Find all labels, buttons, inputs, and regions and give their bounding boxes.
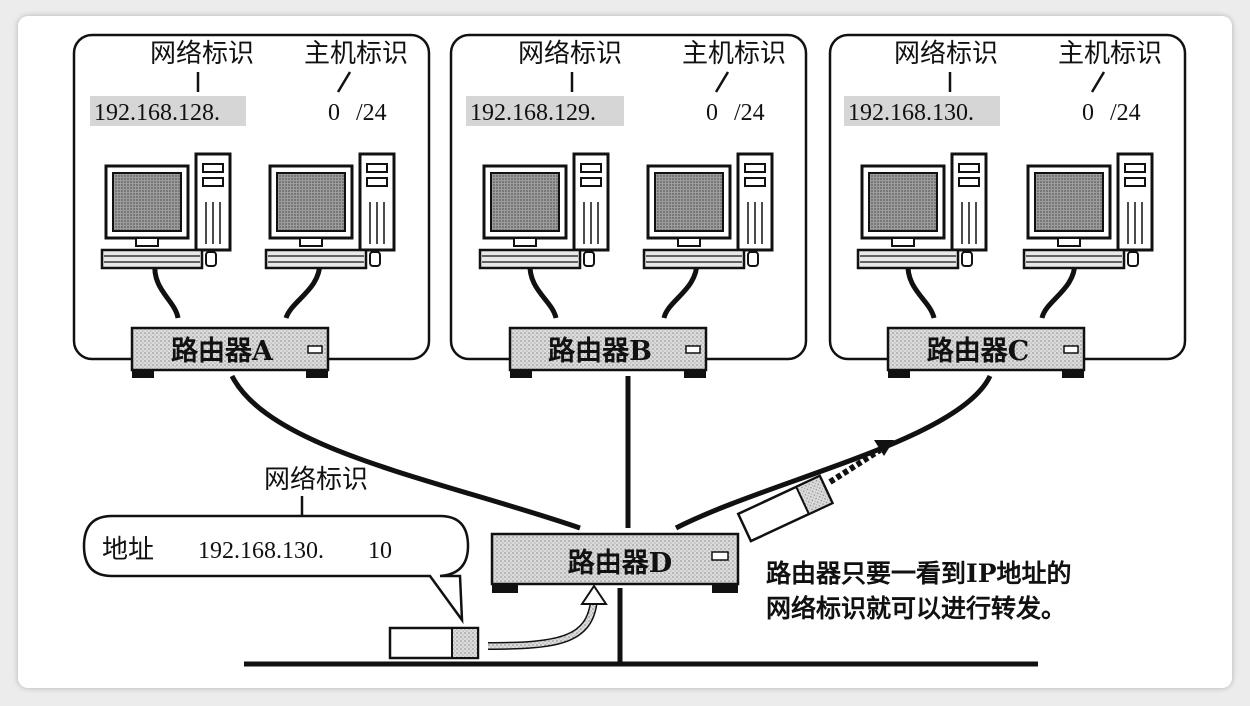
net-id-label: 网络标识: [894, 39, 998, 69]
net-ip: 192.168.129.: [470, 100, 596, 126]
subnet-b-labels: 网络标识 主机标识 192.168.129. 0 /24: [466, 39, 786, 126]
outgoing-arrow: [828, 447, 882, 485]
prefix: /24: [356, 100, 387, 126]
computer-icon: [264, 152, 396, 270]
prefix: /24: [1110, 100, 1141, 126]
note-line-1: 路由器只要一看到IP地址的: [766, 559, 1072, 588]
arrow-head-up: [580, 584, 608, 605]
router-a-label: 路由器A: [171, 335, 274, 367]
computer-icon: [478, 152, 610, 270]
host-part: 0: [706, 100, 718, 126]
computer-icon: [100, 152, 232, 270]
net-id-label: 网络标识: [150, 39, 254, 69]
speech-bubble: [82, 514, 470, 625]
computer-icon: [642, 152, 774, 270]
note-line-2: 网络标识就可以进行转发。: [766, 594, 1066, 623]
net-id-label: 网络标识: [518, 39, 622, 69]
pc-cables: [152, 261, 1078, 320]
router-b-icon: [508, 326, 708, 378]
backbone-cables: [229, 374, 1038, 667]
router-b-label: 路由器B: [548, 335, 652, 367]
net-ip: 192.168.128.: [94, 100, 220, 126]
router-d-icon: [490, 532, 740, 593]
prefix: /24: [734, 100, 765, 126]
router-c-icon: [886, 326, 1086, 378]
net-ip: 192.168.130.: [848, 100, 974, 126]
subnet-a-labels: 网络标识 主机标识 192.168.128. 0 /24: [90, 39, 408, 126]
bubble-net-id-label: 网络标识: [264, 465, 368, 495]
router-c-label: 路由器C: [927, 335, 1030, 367]
bubble-host: 10: [368, 538, 392, 564]
host-part: 0: [328, 100, 340, 126]
host-id-label: 主机标识: [304, 39, 408, 69]
incoming-arrow: [487, 599, 598, 650]
address-label: 地址: [102, 535, 154, 565]
arrow-head-out: [874, 440, 894, 456]
bubble-net-ip: 192.168.130.: [198, 538, 324, 564]
forwarded-packet-icon: [736, 474, 835, 543]
host-part: 0: [1082, 100, 1094, 126]
router-d-label: 路由器D: [568, 547, 672, 579]
subnet-c-labels: 网络标识 主机标识 192.168.130. 0 /24: [844, 39, 1162, 126]
host-id-label: 主机标识: [682, 39, 786, 69]
computer-icon: [1022, 152, 1154, 270]
host-id-label: 主机标识: [1058, 39, 1162, 69]
computer-icon: [856, 152, 988, 270]
router-a-icon: [130, 326, 330, 378]
packet-icon: [388, 626, 480, 660]
